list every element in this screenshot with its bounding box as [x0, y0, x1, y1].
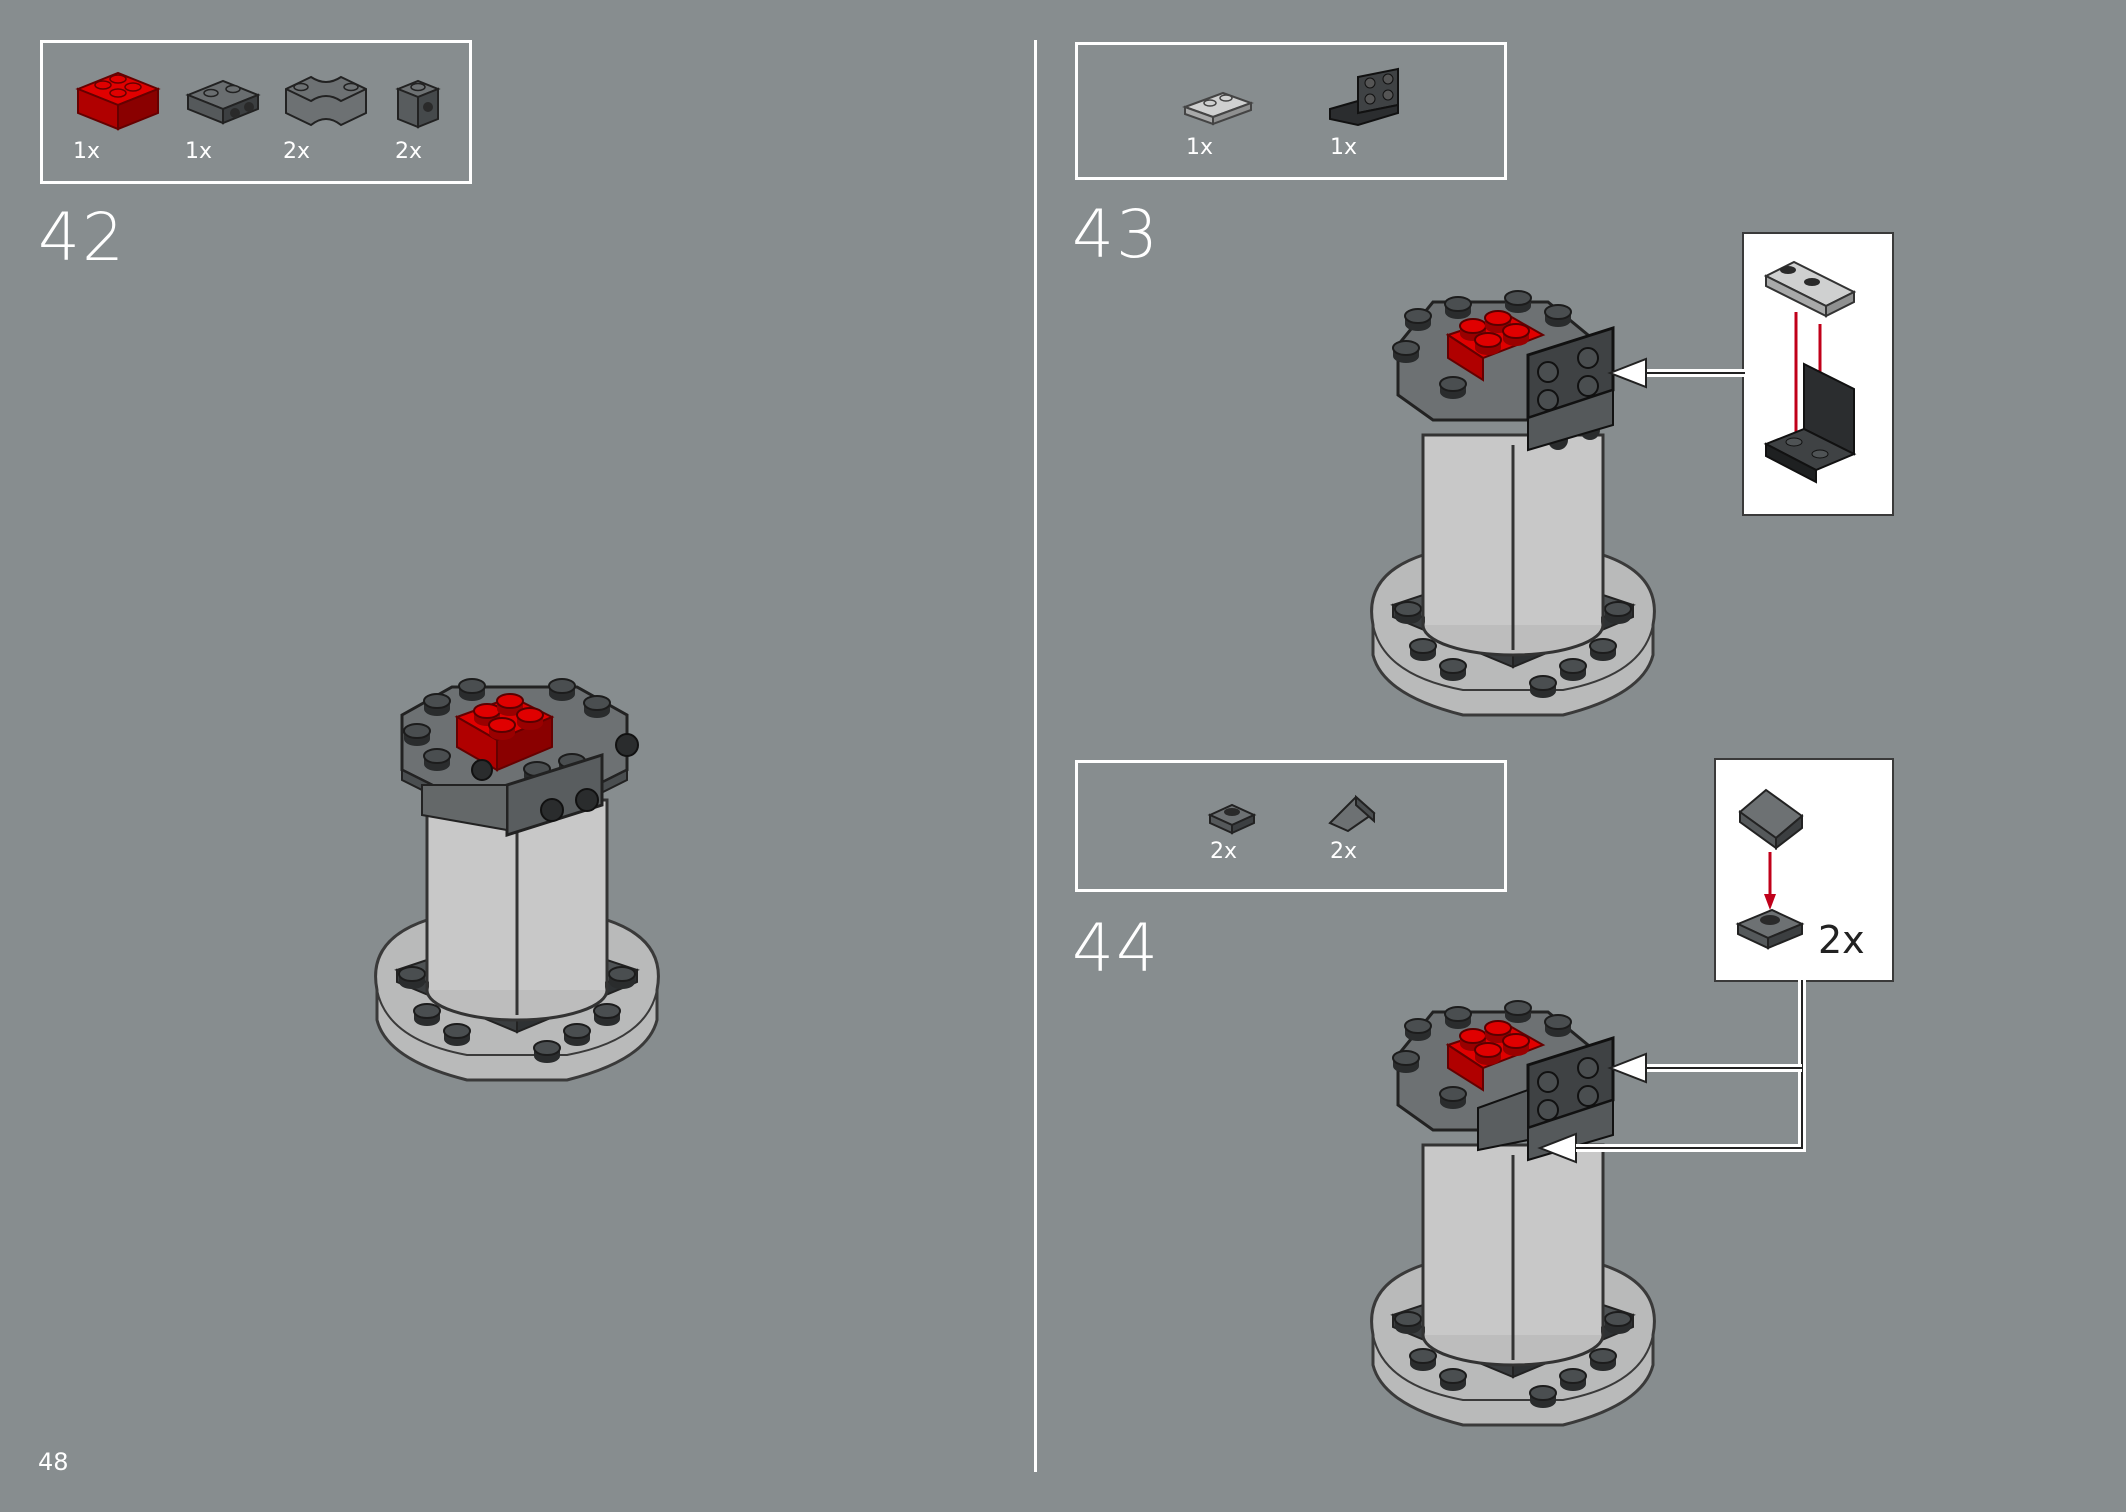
- part-qty: 1x: [73, 139, 101, 164]
- page-number: 48: [38, 1448, 69, 1476]
- step-number: 43: [1072, 196, 1160, 273]
- callout-qty: 2x: [1818, 918, 1865, 962]
- black-2x2-bracket-icon: [1329, 67, 1399, 127]
- dark-grey-macaroni-brick-icon: [285, 75, 367, 127]
- callout-arrow: [1607, 357, 1745, 389]
- step-42-model-illustration: [362, 678, 672, 1095]
- step-number: 42: [38, 199, 126, 276]
- parts-list-box: 1x 1x: [1075, 42, 1507, 180]
- plate-onto-bracket-icon: [1763, 260, 1857, 484]
- part-qty: 2x: [1330, 839, 1358, 864]
- callout-arrow: [1537, 980, 1806, 1164]
- step-44-callout: 2x: [1714, 758, 1894, 982]
- dark-grey-1x1-stud-brick-icon: [395, 79, 441, 129]
- part-qty: 1x: [1186, 135, 1214, 160]
- parts-list-box: 2x 2x: [1075, 760, 1507, 892]
- parts-list-box: 1x 1x 2x 2x: [40, 40, 472, 184]
- slope-onto-plate-icon: [1735, 788, 1805, 950]
- page-divider: [1034, 40, 1037, 1472]
- dark-grey-bracket-plate-icon: [185, 79, 261, 125]
- part-qty: 2x: [283, 139, 311, 164]
- step-44-model-illustration: [1358, 1000, 1668, 1440]
- dark-grey-1x1-round-plate-icon: [1207, 803, 1257, 835]
- step-43-callout: [1742, 232, 1894, 516]
- step-number: 44: [1072, 910, 1160, 987]
- red-2x2-brick-icon: [75, 71, 161, 131]
- part-qty: 1x: [1330, 135, 1358, 160]
- part-qty: 2x: [395, 139, 423, 164]
- part-qty: 1x: [185, 139, 213, 164]
- dark-grey-1x1-slope-icon: [1328, 794, 1376, 833]
- light-grey-1x2-plate-icon: [1182, 91, 1254, 126]
- part-qty: 2x: [1210, 839, 1238, 864]
- step-43-model-illustration: [1358, 290, 1668, 730]
